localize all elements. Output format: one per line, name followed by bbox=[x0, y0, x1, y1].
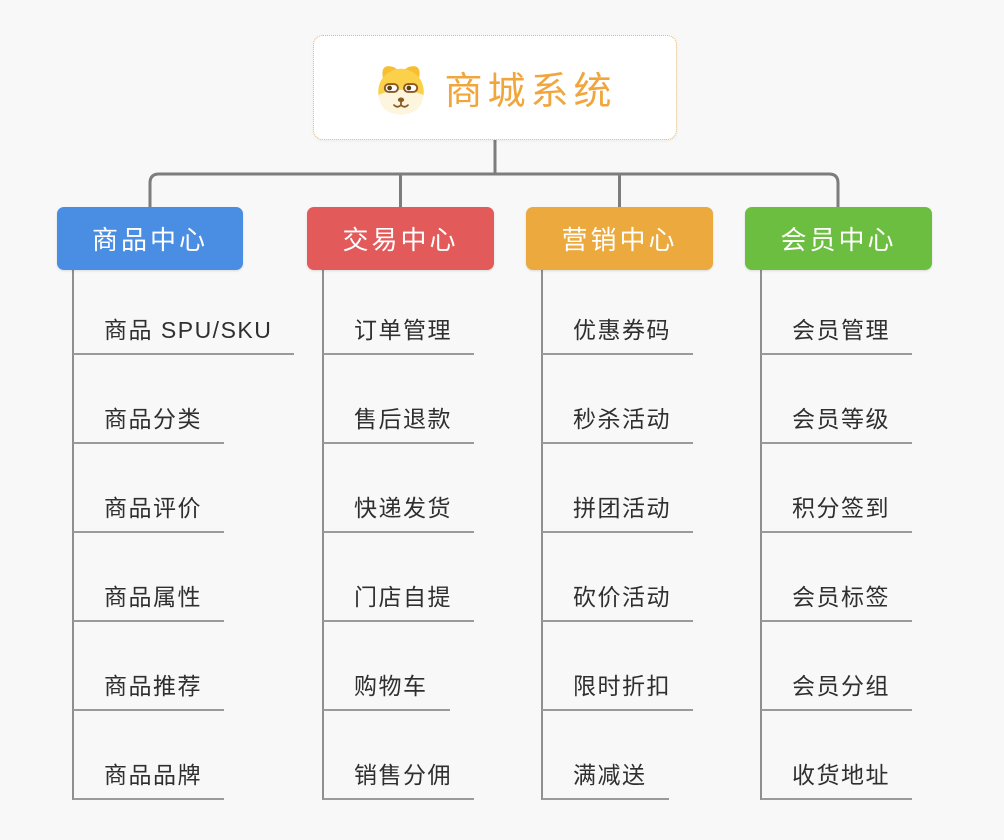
subtopic-slot: 会员标签 bbox=[761, 533, 1004, 622]
subtopic[interactable]: 门店自提 bbox=[323, 578, 474, 622]
subtopic-slot: 商品分类 bbox=[73, 355, 323, 444]
subtopic-slot: 门店自提 bbox=[323, 533, 573, 622]
subtopic[interactable]: 拼团活动 bbox=[542, 489, 693, 533]
branch-label: 交易中心 bbox=[342, 225, 459, 255]
subtopic[interactable]: 秒杀活动 bbox=[542, 400, 693, 444]
subtopic-slot: 收货地址 bbox=[761, 711, 1004, 800]
subtopic[interactable]: 商品品牌 bbox=[73, 756, 224, 800]
subtopic[interactable]: 商品评价 bbox=[73, 489, 224, 533]
subtopic-slot: 秒杀活动 bbox=[542, 355, 792, 444]
subtopic-slot: 商品 SPU/SKU bbox=[73, 266, 323, 355]
subtopic-slot: 满减送 bbox=[542, 711, 792, 800]
subtopic-column: 会员管理会员等级积分签到会员标签会员分组收货地址 bbox=[761, 266, 1004, 800]
branch-label: 会员中心 bbox=[780, 225, 897, 255]
root-topic[interactable]: 商城系统 bbox=[313, 35, 677, 140]
subtopic-column: 订单管理售后退款快递发货门店自提购物车销售分佣 bbox=[323, 266, 573, 800]
subtopic-slot: 会员管理 bbox=[761, 266, 1004, 355]
branch-topic[interactable]: 交易中心 bbox=[307, 207, 494, 270]
subtopic-slot: 会员等级 bbox=[761, 355, 1004, 444]
subtopic-slot: 订单管理 bbox=[323, 266, 573, 355]
subtopic[interactable]: 会员标签 bbox=[761, 578, 912, 622]
subtopic-slot: 商品属性 bbox=[73, 533, 323, 622]
subtopic-slot: 售后退款 bbox=[323, 355, 573, 444]
branch-topic[interactable]: 会员中心 bbox=[745, 207, 932, 270]
branch-topic[interactable]: 营销中心 bbox=[526, 207, 713, 270]
subtopic-slot: 拼团活动 bbox=[542, 444, 792, 533]
subtopic[interactable]: 商品推荐 bbox=[73, 667, 224, 711]
subtopic-slot: 快递发货 bbox=[323, 444, 573, 533]
subtopic[interactable]: 会员分组 bbox=[761, 667, 912, 711]
subtopic-slot: 商品评价 bbox=[73, 444, 323, 533]
subtopic[interactable]: 满减送 bbox=[542, 756, 669, 800]
subtopic-slot: 砍价活动 bbox=[542, 533, 792, 622]
subtopic-slot: 积分签到 bbox=[761, 444, 1004, 533]
root-title: 商城系统 bbox=[444, 71, 617, 113]
subtopic[interactable]: 商品属性 bbox=[73, 578, 224, 622]
branch-label: 营销中心 bbox=[561, 225, 678, 255]
subtopic[interactable]: 会员等级 bbox=[761, 400, 912, 444]
branch-bus-line bbox=[148, 172, 840, 208]
subtopic[interactable]: 收货地址 bbox=[761, 756, 912, 800]
subtopic[interactable]: 商品 SPU/SKU bbox=[73, 311, 295, 355]
subtopic[interactable]: 会员管理 bbox=[761, 311, 912, 355]
subtopic-slot: 会员分组 bbox=[761, 622, 1004, 711]
subtopic[interactable]: 购物车 bbox=[323, 667, 450, 711]
subtopic-column: 商品 SPU/SKU 商品分类商品评价商品属性商品推荐商品品牌 bbox=[73, 266, 323, 800]
subtopic-slot: 限时折扣 bbox=[542, 622, 792, 711]
subtopic-slot: 销售分佣 bbox=[323, 711, 573, 800]
branch-label: 商品中心 bbox=[91, 225, 208, 255]
subtopic-slot: 优惠券码 bbox=[542, 266, 792, 355]
subtopic[interactable]: 砍价活动 bbox=[542, 578, 693, 622]
subtopic[interactable]: 积分签到 bbox=[761, 489, 912, 533]
subtopic-column: 优惠券码秒杀活动拼团活动砍价活动限时折扣满减送 bbox=[542, 266, 792, 800]
dog-face-icon bbox=[373, 60, 429, 116]
subtopic-slot: 商品推荐 bbox=[73, 622, 323, 711]
subtopic-slot: 购物车 bbox=[323, 622, 573, 711]
subtopic[interactable]: 快递发货 bbox=[323, 489, 474, 533]
subtopic[interactable]: 商品分类 bbox=[73, 400, 224, 444]
subtopic[interactable]: 售后退款 bbox=[323, 400, 474, 444]
subtopic[interactable]: 订单管理 bbox=[323, 311, 474, 355]
subtopic[interactable]: 优惠券码 bbox=[542, 311, 693, 355]
subtopic[interactable]: 限时折扣 bbox=[542, 667, 693, 711]
subtopic-slot: 商品品牌 bbox=[73, 711, 323, 800]
subtopic[interactable]: 销售分佣 bbox=[323, 756, 474, 800]
branch-topic[interactable]: 商品中心 bbox=[57, 207, 243, 270]
